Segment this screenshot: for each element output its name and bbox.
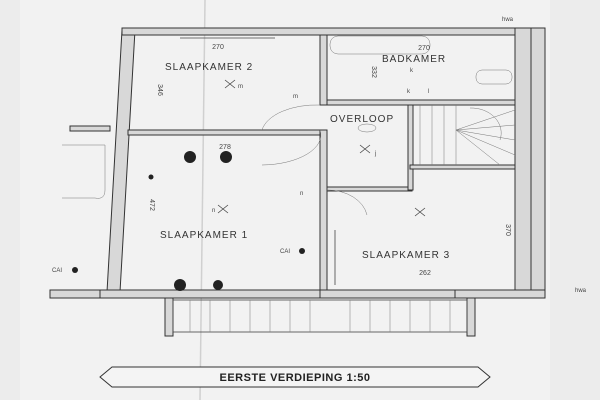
switch-label-l: l xyxy=(428,89,429,95)
room-label-slaapkamer-1: SLAAPKAMER 1 xyxy=(160,230,248,241)
balcony xyxy=(164,297,476,337)
dim-slaapkamer-3-depth: 370 xyxy=(504,224,511,236)
room-label-badkamer: BADKAMER xyxy=(382,54,446,65)
dim-badkamer-width: 270 xyxy=(418,45,430,52)
dim-badkamer-depth: 332 xyxy=(370,66,377,78)
switch-label-k2: k xyxy=(407,89,411,95)
doors xyxy=(180,35,513,285)
fixture-dots xyxy=(72,151,305,291)
room-label-overloop: OVERLOOP xyxy=(330,114,394,125)
switch-label-k: k xyxy=(410,68,414,74)
outer-walls xyxy=(49,27,546,299)
dim-slaapkamer-2-width: 270 xyxy=(212,44,224,51)
cai-label-left: CAI xyxy=(52,268,62,274)
left-annex xyxy=(62,125,111,199)
paper-fold xyxy=(199,0,206,400)
inner-walls xyxy=(127,34,516,291)
dim-slaapkamer-2-depth: 346 xyxy=(156,84,163,96)
dim-slaapkamer-1-depth: 472 xyxy=(148,199,155,211)
switch-label-n: n xyxy=(212,208,215,214)
switch-label-m2: m xyxy=(293,94,298,100)
light-point-icons xyxy=(217,79,426,217)
switch-label-m: m xyxy=(238,84,243,90)
room-label-slaapkamer-3: SLAAPKAMER 3 xyxy=(362,250,450,261)
cai-label-inner: CAI xyxy=(280,249,290,255)
drawing-title: EERSTE VERDIEPING 1:50 xyxy=(220,372,371,384)
hwa-label-top: hwa xyxy=(502,17,514,23)
switch-label-j: j xyxy=(374,151,376,157)
room-label-slaapkamer-2: SLAAPKAMER 2 xyxy=(165,62,253,73)
hwa-label-bottom: hwa xyxy=(575,288,587,294)
switch-label-n2: n xyxy=(300,191,303,197)
dim-slaapkamer-1-width: 278 xyxy=(219,144,231,151)
dim-slaapkamer-3-width: 262 xyxy=(419,270,431,277)
staircase xyxy=(419,105,516,166)
title-banner: EERSTE VERDIEPING 1:50 xyxy=(99,366,491,388)
